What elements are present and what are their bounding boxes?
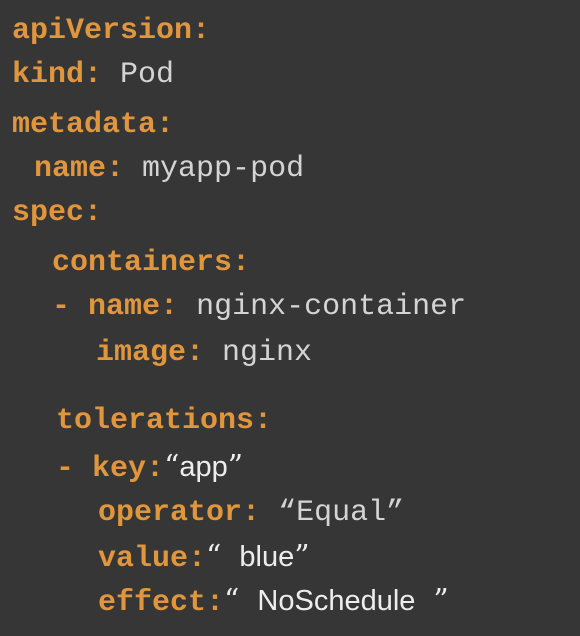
yaml-colon: : [242,496,261,530]
yaml-key: value [98,542,189,576]
yaml-key: metadata [12,108,157,142]
open-quote: “ [206,539,222,574]
close-quote: ” [433,583,449,618]
yaml-line-metadata: metadata: [12,106,174,144]
yaml-line-operator: operator: “Equal” [98,494,404,532]
yaml-key: tolerations [56,404,255,438]
yaml-colon: : [84,196,103,230]
close-quote: ” [227,449,244,484]
yaml-line-containers: containers: [52,244,250,282]
yaml-line-value: value:“ blue” [98,538,310,578]
yaml-colon: : [84,58,103,92]
yaml-colon: : [160,290,179,324]
yaml-value: blue [239,541,295,573]
yaml-line-apiversion: apiVersion: [12,12,210,50]
yaml-value: myapp-pod [142,152,305,186]
yaml-colon: : [146,452,165,486]
yaml-colon: : [156,108,175,142]
yaml-key: key [92,452,147,486]
yaml-key: spec [12,196,85,230]
yaml-value: “Equal” [278,496,405,530]
yaml-line-metadata-name: name: myapp-pod [34,150,304,188]
yaml-colon: : [188,542,207,576]
yaml-colon: : [206,586,225,620]
yaml-value: app [179,451,228,483]
yaml-colon: : [254,404,273,438]
yaml-colon: : [106,152,125,186]
yaml-value: nginx-container [196,290,467,324]
yaml-key: name [34,152,107,186]
yaml-value: NoSchedule [257,585,416,617]
open-quote: “ [224,583,240,618]
yaml-colon: : [192,14,211,48]
yaml-colon: : [232,246,251,280]
yaml-line-spec: spec: [12,194,102,232]
yaml-colon: : [186,336,205,370]
yaml-key: name [88,290,161,324]
close-quote: ” [294,539,310,574]
yaml-line-kind: kind: Pod [12,56,174,94]
yaml-key: apiVersion [12,14,193,48]
yaml-key: effect [98,586,207,620]
yaml-value: nginx [222,336,313,370]
yaml-list-dash: - [52,290,71,324]
yaml-value: Pod [120,58,175,92]
yaml-line-image: image: nginx [96,334,312,372]
yaml-line-effect: effect:“ NoSchedule ” [98,582,449,622]
yaml-line-container-name: - name: nginx-container [52,288,466,326]
open-quote: “ [164,449,180,484]
yaml-key: image [96,336,187,370]
yaml-line-toleration-key: - key:“app” [56,448,243,488]
yaml-list-dash: - [56,452,75,486]
yaml-key: operator [98,496,243,530]
yaml-key: kind [12,58,85,92]
yaml-key: containers [52,246,233,280]
yaml-line-tolerations: tolerations: [56,402,272,440]
